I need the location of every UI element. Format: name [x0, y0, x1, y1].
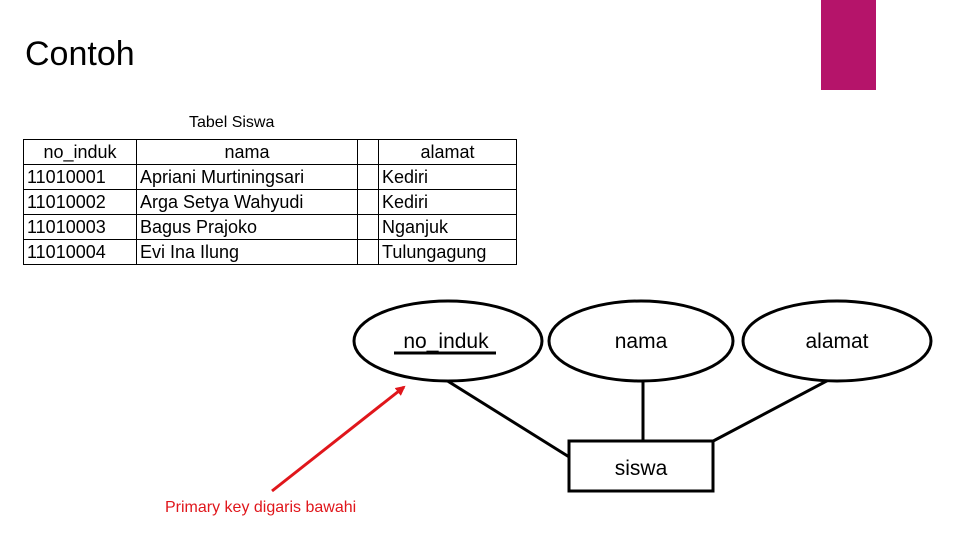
cell-nama: Arga Setya Wahyudi: [136, 189, 358, 215]
cell-nama: Evi Ina Ilung: [136, 239, 358, 265]
cell-alamat: Kediri: [378, 164, 517, 190]
cell-nama: Bagus Prajoko: [136, 214, 358, 240]
cell-no-induk: 11010003: [23, 214, 137, 240]
entity-box-siswa: [567, 439, 715, 493]
column-header-alamat: alamat: [378, 139, 517, 165]
table-row: 11010003 Bagus Prajoko Nganjuk: [23, 214, 517, 240]
attribute-ellipse-alamat: [741, 299, 933, 383]
attribute-label-no-induk: no_induk: [403, 330, 489, 353]
column-header-no-induk: no_induk: [23, 139, 137, 165]
attribute-ellipse-no-induk: [352, 299, 544, 383]
siswa-table: no_induk nama alamat 11010001 Apriani Mu…: [23, 139, 517, 265]
slide-title: Contoh: [25, 35, 135, 73]
accent-bar: [821, 0, 876, 90]
table-caption: Tabel Siswa: [189, 114, 275, 131]
table-row: 11010001 Apriani Murtiningsari Kediri: [23, 164, 517, 190]
connector-alamat: [699, 373, 839, 450]
attribute-ellipse-nama: [547, 299, 735, 383]
table-header-row: no_induk nama alamat: [23, 139, 517, 165]
attribute-label-alamat: alamat: [805, 330, 868, 353]
attribute-label-nama: nama: [615, 330, 668, 353]
table-row: 11010004 Evi Ina Ilung Tulungagung: [23, 239, 517, 265]
annotation-arrow: [271, 385, 406, 493]
cell-no-induk: 11010004: [23, 239, 137, 265]
annotation-text: Primary key digaris bawahi: [165, 499, 356, 516]
column-header-nama: nama: [136, 139, 358, 165]
cell-nama: Apriani Murtiningsari: [136, 164, 358, 190]
entity-label-siswa: siswa: [615, 457, 668, 480]
cell-alamat: Tulungagung: [378, 239, 517, 265]
connector-no-induk: [437, 373, 583, 467]
